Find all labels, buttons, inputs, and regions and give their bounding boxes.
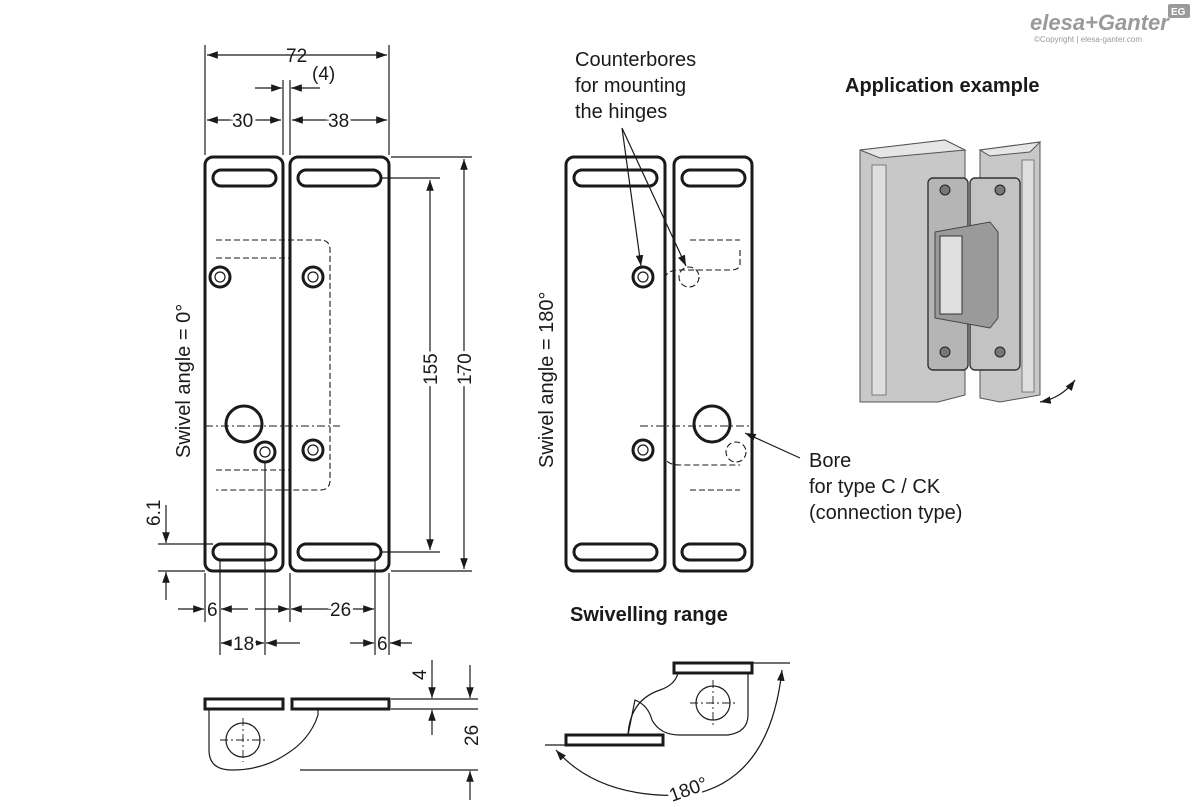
dim-right-edge: 6 [377, 634, 388, 655]
rear-view: Swivel angle = 180° Counterbores for mou… [536, 49, 962, 573]
dim-left-bore: 18 [233, 634, 254, 655]
application-example: Application example [845, 75, 1076, 404]
rear-slot [680, 168, 747, 188]
app-screw [994, 184, 1006, 196]
right-profile-groove [1021, 159, 1035, 393]
app-screw [939, 346, 951, 358]
swivel-angle-180-label: Swivel angle = 180° [536, 292, 558, 468]
side-knuckle [208, 709, 319, 771]
left-profile-groove [871, 164, 887, 396]
slot-bottom-left [211, 542, 278, 562]
bore-label-1: Bore [809, 450, 851, 472]
app-screw [939, 184, 951, 196]
hidden-hinge-lines [216, 257, 290, 471]
main-bore [224, 404, 264, 444]
left-profile-top [859, 139, 967, 159]
dim-right-span: 26 [330, 600, 351, 621]
counterbore-right-top [301, 265, 325, 289]
counterbores-leader-1 [621, 127, 644, 267]
swivel-bottom-leaf [564, 733, 665, 747]
counterbores-label-2: for mounting [575, 75, 686, 97]
bore-label-2: for type C / CK [809, 476, 941, 498]
counterbore-left-bottom [253, 440, 277, 464]
counterbore-right-top-inner [307, 271, 319, 283]
right-leaf-outline [288, 155, 391, 573]
counterbore-left-top-inner [214, 271, 226, 283]
rear-main-bore [692, 404, 732, 444]
bore-label-3: (connection type) [809, 502, 962, 524]
hidden-hinge-body [216, 239, 331, 491]
slot-top-left [211, 168, 278, 188]
counterbores-label-3: the hinges [575, 101, 667, 123]
dim-thickness: 4 [410, 669, 431, 680]
app-hinge-knuckle-face [939, 235, 963, 315]
rear-hidden-counterbore [678, 266, 700, 288]
dim-slot-spacing: 155 [421, 353, 442, 385]
logo-text: elesa+Ganter [1030, 10, 1170, 35]
swivelling-range: Swivelling range 180° [545, 604, 790, 807]
application-example-title: Application example [845, 75, 1040, 97]
dim-overall-width: 72 [286, 46, 307, 67]
counterbore-right-bottom-inner [307, 444, 319, 456]
app-screw [994, 346, 1006, 358]
bore-leader [744, 432, 801, 459]
brand-logo: elesa+Ganter EG ©Copyright | elesa-gante… [1030, 4, 1190, 44]
dim-side-height: 26 [462, 725, 483, 746]
rear-counterbore-inner [637, 271, 649, 283]
counterbore-right-bottom [301, 438, 325, 462]
swivel-knuckle-back [627, 672, 679, 736]
rear-slot [680, 542, 747, 562]
swivel-angle-value: 180° [667, 774, 711, 807]
side-left-leaf [203, 697, 285, 711]
rear-counterbore-inner [637, 444, 649, 456]
swivel-top-leaf [672, 661, 754, 675]
left-leaf-outline [203, 155, 285, 573]
rear-slot [572, 542, 659, 562]
swivelling-range-title: Swivelling range [570, 604, 728, 626]
slot-top-right [296, 168, 383, 188]
dim-gap: (4) [312, 64, 335, 85]
swivel-angle-0-label: Swivel angle = 0° [173, 304, 195, 458]
dim-slot-offset: 6.1 [144, 500, 165, 526]
rear-slot [572, 168, 659, 188]
counterbores-leader-2 [621, 127, 687, 267]
side-view: 4 26 [203, 660, 483, 800]
counterbores-label-1: Counterbores [575, 49, 696, 71]
app-motion-arrow [1039, 379, 1076, 404]
dim-right-width: 38 [328, 111, 349, 132]
dim-overall-height: 170 [455, 353, 476, 385]
rear-hidden-lines [690, 239, 740, 491]
logo-copyright: ©Copyright | elesa-ganter.com [1034, 35, 1142, 44]
logo-badge: EG [1171, 7, 1186, 18]
counterbore-left-bottom-inner [259, 446, 271, 458]
slot-bottom-right [296, 542, 383, 562]
rear-counterbore [631, 438, 655, 462]
side-right-leaf [290, 697, 391, 711]
rear-left-leaf [564, 155, 667, 573]
front-view: 72 (4) 30 38 155 170 6.1 Swivel angle = … [144, 45, 479, 658]
rear-hidden-hinge [664, 250, 741, 466]
right-profile-top [978, 141, 1042, 157]
rear-counterbore [631, 265, 655, 289]
swivel-arc [555, 669, 785, 797]
dim-left-edge: 6 [207, 600, 218, 621]
dim-left-width: 30 [232, 111, 253, 132]
rear-hidden-counterbore [725, 441, 747, 463]
logo-badge-bg [1168, 4, 1190, 18]
counterbore-left-top [208, 265, 232, 289]
rear-right-leaf [672, 155, 754, 573]
